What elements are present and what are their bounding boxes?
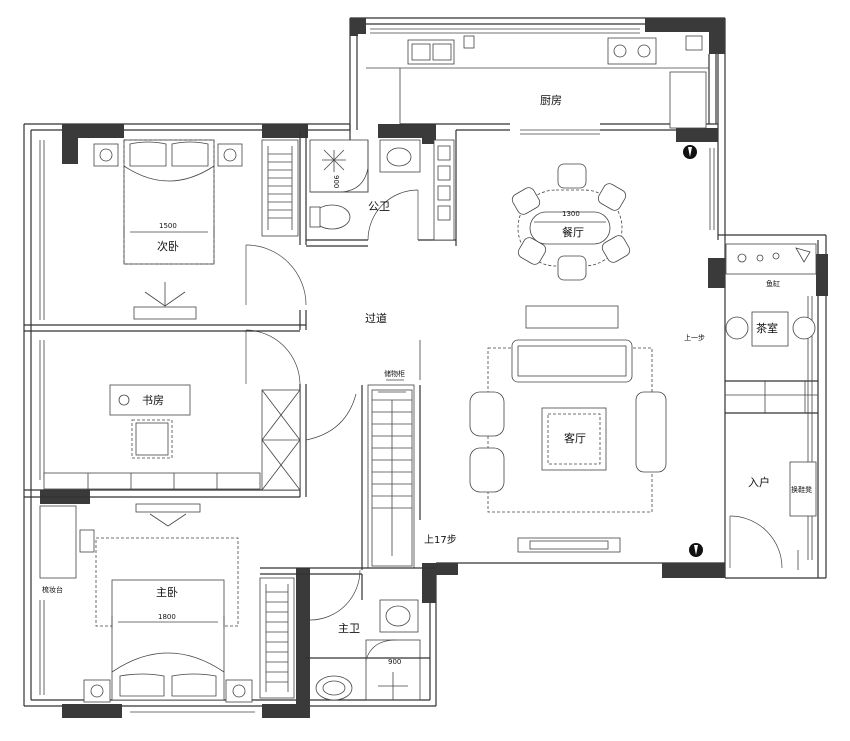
dining-area — [511, 163, 631, 281]
room-labels: 厨房 公卫 次卧 餐厅 过道 书房 客厅 茶室 入户 主卧 主卫 — [142, 94, 778, 635]
refrigerator — [669, 71, 707, 129]
label-study: 书房 — [142, 394, 164, 407]
second-bedroom — [93, 139, 307, 320]
label-master-bath: 主卫 — [338, 622, 360, 635]
public-washbasin — [379, 139, 421, 173]
master-bed — [111, 579, 225, 701]
master-bedroom — [39, 503, 361, 703]
label-entry: 入户 — [748, 475, 770, 489]
dining-table — [529, 211, 611, 245]
dim-public-shower: 900 — [332, 175, 340, 188]
study — [43, 329, 357, 491]
armchair-lower — [469, 447, 505, 493]
vanity-table — [39, 505, 77, 579]
kitchen — [366, 35, 709, 129]
dimension-labels: 1500 900 1300 1800 900 — [158, 175, 580, 666]
side-sofa — [635, 391, 667, 473]
label-up-17-steps: 上17步 — [424, 534, 457, 546]
label-shoe-bench: 换鞋凳 — [791, 485, 812, 494]
north-marker-top — [683, 145, 697, 159]
interior-walls — [24, 54, 818, 659]
label-kitchen: 厨房 — [540, 94, 562, 107]
annotations: 鱼缸 上一步 储物柜 上17步 梳妆台 换鞋凳 — [42, 279, 812, 594]
study-desk — [109, 384, 191, 416]
label-master-bedroom: 主卧 — [156, 586, 178, 599]
tea-table — [751, 311, 789, 347]
entry-area — [729, 461, 817, 570]
label-tea-room: 茶室 — [756, 321, 778, 335]
label-vanity: 梳妆台 — [42, 585, 63, 594]
coffee-table — [541, 407, 607, 471]
label-corridor: 过道 — [365, 311, 387, 325]
label-dining: 餐厅 — [562, 225, 584, 239]
label-living: 客厅 — [564, 431, 586, 445]
label-fish-tank: 鱼缸 — [766, 279, 780, 288]
label-storage-cabinet: 储物柜 — [384, 369, 405, 378]
dim-second-bed: 1500 — [159, 222, 177, 230]
fish-tank — [725, 243, 817, 275]
console-table — [525, 305, 619, 329]
living-area — [419, 305, 667, 553]
dim-master-shower: 900 — [388, 658, 401, 666]
staircase[interactable] — [371, 379, 413, 567]
public-bath — [309, 139, 455, 241]
armchair-upper — [469, 391, 505, 437]
second-bed — [123, 139, 215, 265]
north-marker-bottom — [689, 543, 703, 557]
gas-stove — [607, 37, 657, 65]
kitchen-sink — [407, 39, 455, 65]
study-chair — [135, 422, 169, 456]
tea-room — [725, 243, 817, 347]
master-bath — [315, 599, 421, 701]
label-public-bath: 公卫 — [368, 200, 390, 213]
dim-master-bed: 1800 — [158, 613, 176, 621]
master-wardrobe — [259, 577, 295, 699]
shoe-bench — [789, 461, 817, 517]
label-second-bedroom: 次卧 — [157, 239, 179, 253]
dim-dining-table: 1300 — [562, 210, 580, 218]
tv-console — [517, 537, 621, 553]
sofa — [511, 339, 633, 383]
label-up-one-step: 上一步 — [684, 333, 705, 342]
master-washbasin — [315, 675, 353, 701]
